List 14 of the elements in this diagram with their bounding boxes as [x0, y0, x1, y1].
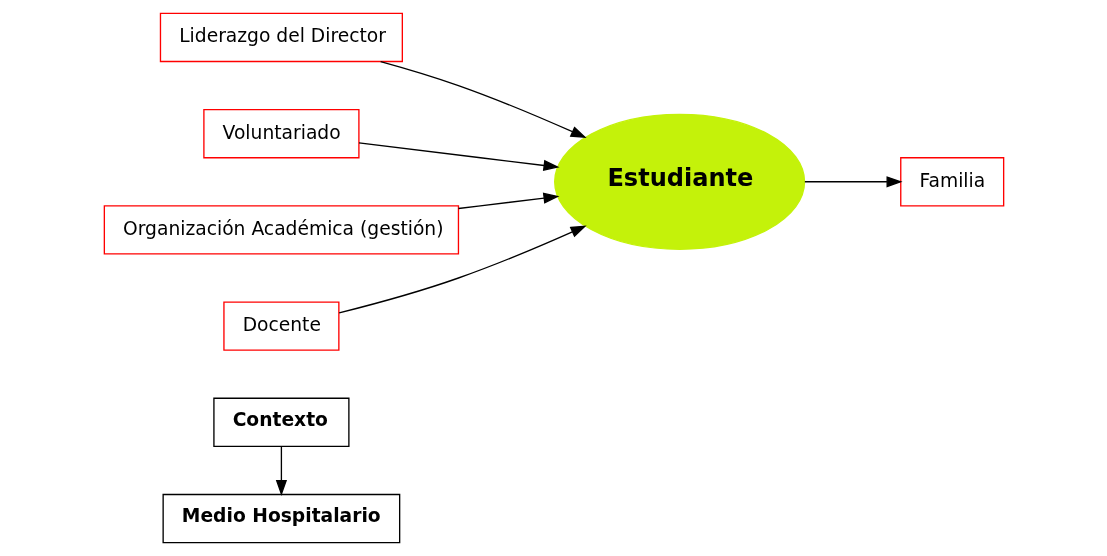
arrow [338, 225, 587, 314]
node-ellipse: Estudiante [553, 113, 805, 250]
arrow [457, 192, 559, 210]
node-box: Medio Hospitalario [161, 493, 400, 544]
node-box: Docente [222, 301, 340, 351]
node-box: Familia [899, 157, 1004, 207]
node-box: Organización Académica (gestión) [103, 205, 459, 255]
arrow [275, 445, 287, 497]
node-box: Contexto [212, 397, 350, 448]
node-box: Voluntariado [202, 108, 360, 159]
arrow [803, 176, 903, 188]
node-box: Liderazgo del Director [159, 12, 403, 63]
arrow [379, 60, 587, 139]
arrow [357, 142, 559, 171]
